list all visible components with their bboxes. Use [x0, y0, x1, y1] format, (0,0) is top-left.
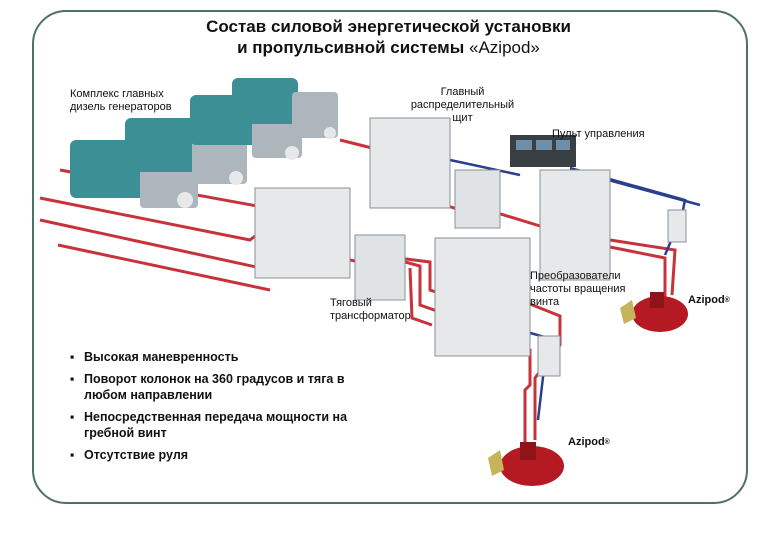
- azipod-right-text: Azipod: [688, 294, 725, 306]
- list-item: ▪ Поворот колонок на 360 градусов и тяга…: [70, 371, 370, 403]
- bullet-marker: ▪: [70, 410, 75, 424]
- label-generators: Комплекс главных дизель генераторов: [70, 88, 172, 113]
- title-line-2-normal: «Azipod»: [469, 38, 540, 57]
- list-item-text: Отсутствие руля: [84, 448, 189, 462]
- label-converters: Преобразователи частоты вращения винта: [530, 270, 626, 308]
- azipod-bottom-mark: ®: [604, 439, 610, 446]
- page-title: Состав силовой энергетической установки …: [0, 16, 777, 58]
- label-azipod-right: Azipod®: [688, 294, 730, 307]
- generator-unit: [232, 78, 338, 139]
- list-item-text: Непосредственная передача мощности на гр…: [84, 410, 348, 440]
- azipod-right-mark: ®: [724, 297, 730, 304]
- label-traction-transformer: Тяговый трансформатор: [330, 297, 411, 322]
- list-item: ▪ Отсутствие руля: [70, 447, 370, 463]
- bullet-marker: ▪: [70, 372, 75, 386]
- label-azipod-bottom: Azipod®: [568, 436, 610, 449]
- main-switchboard: [254, 117, 451, 279]
- list-item: ▪ Высокая маневренность: [70, 349, 370, 365]
- list-item-text: Высокая маневренность: [84, 350, 239, 364]
- label-main-switchboard: Главный распределительный щит: [410, 86, 515, 124]
- control-panel: [510, 135, 576, 167]
- title-line-1: Состав силовой энергетической установки: [206, 17, 571, 36]
- azipod-bottom: [488, 442, 564, 486]
- label-control-panel: Пульт управления: [552, 128, 645, 140]
- junction-boxes: [537, 209, 687, 377]
- list-item: ▪ Непосредственная передача мощности на …: [70, 409, 370, 441]
- title-line-2-bold: и пропульсивной системы: [237, 38, 465, 57]
- feature-list: ▪ Высокая маневренность ▪ Поворот колоно…: [70, 349, 370, 469]
- diesel-generators: [70, 78, 338, 208]
- title-line-2: и пропульсивной системы «Azipod»: [0, 37, 777, 58]
- frequency-converters: [434, 169, 611, 357]
- bullet-marker: ▪: [70, 448, 75, 462]
- list-item-text: Поворот колонок на 360 градусов и тяга в…: [84, 372, 345, 402]
- bullet-marker: ▪: [70, 350, 75, 364]
- azipod-bottom-text: Azipod: [568, 436, 605, 448]
- traction-transformers: [354, 169, 501, 301]
- azipod-right: [620, 292, 688, 332]
